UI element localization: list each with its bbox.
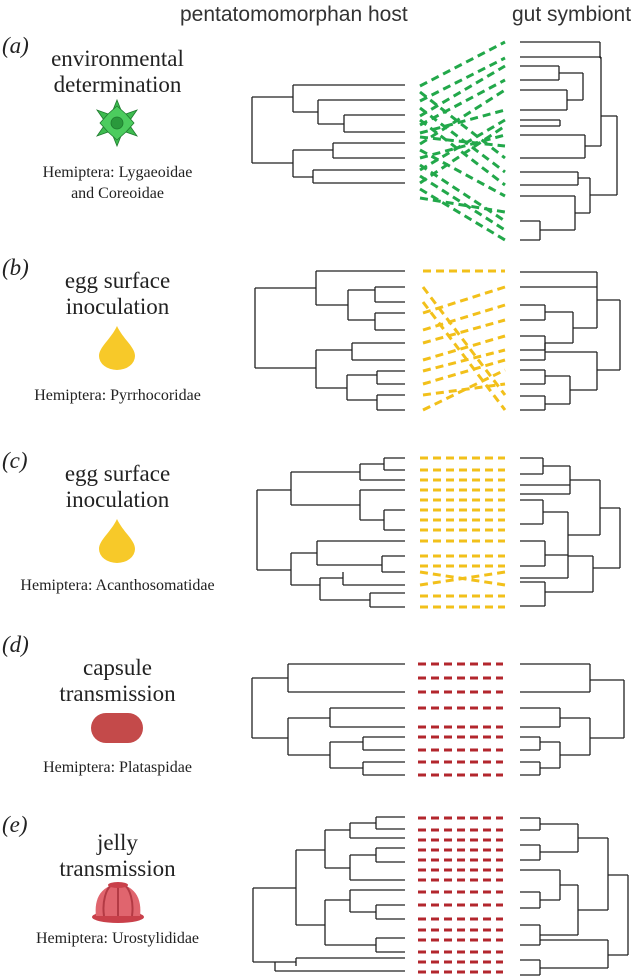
panel-e-symbiont-tree — [520, 817, 629, 976]
red-capsule-icon — [91, 713, 143, 743]
panel-b-host-tree — [254, 270, 405, 411]
panel-d-subtitle: Hemiptera: Plataspidae — [43, 759, 192, 776]
panel-e-host-tree — [252, 816, 405, 972]
panel-a-host-tree — [251, 84, 405, 184]
panel-d-label: (d) — [2, 632, 29, 657]
panel-e-subtitle: Hemiptera: Urostylididae — [35, 930, 200, 947]
panel-d-symbiont-tree — [520, 663, 625, 776]
panel-c-associations — [419, 456, 506, 609]
panel-e-label: (e) — [2, 812, 28, 837]
yellow-droplet-icon — [99, 326, 135, 370]
panel-b-label: (b) — [2, 255, 29, 280]
panel-c-symbiont-tree — [520, 457, 621, 607]
symbiont-header: gut symbiont — [512, 3, 632, 26]
panel-a-symbiont-tree — [520, 41, 618, 241]
panel-c-subtitle: Hemiptera: Acanthosomatidae — [20, 577, 215, 594]
green-star-icon — [95, 98, 139, 148]
panel-b-symbiont-tree — [520, 271, 621, 411]
panel-d-associations — [418, 662, 503, 777]
panel-c-host-tree — [256, 457, 405, 608]
panel-a-label: (a) — [2, 33, 29, 58]
panel-b-associations — [421, 269, 507, 412]
panel-e-associations — [418, 816, 503, 974]
panel-a-associations — [419, 40, 506, 242]
panel-c-label: (c) — [2, 448, 28, 473]
panel-d-host-tree — [251, 663, 405, 776]
host-header: pentatomomorphan host — [180, 3, 408, 26]
panel-b-subtitle: Hemiptera: Pyrrhocoridae — [34, 387, 201, 404]
yellow-droplet-icon — [99, 519, 135, 563]
red-jelly-icon — [92, 882, 144, 923]
